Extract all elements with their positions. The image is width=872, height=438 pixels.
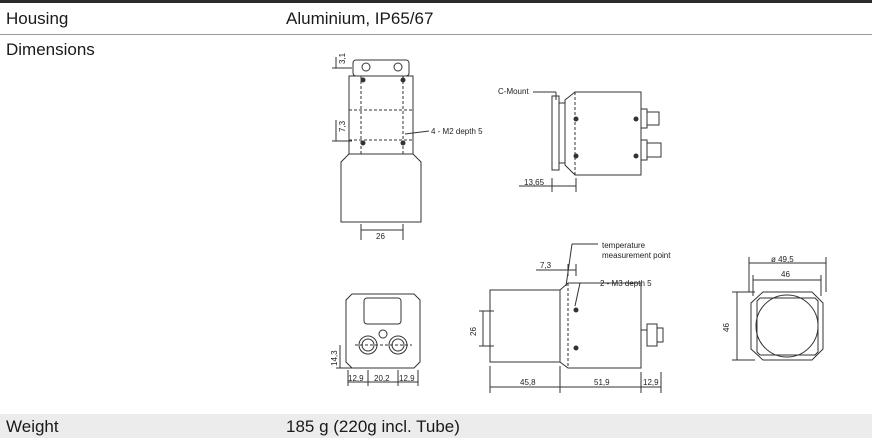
dim-top-3-1: 3,1 — [338, 52, 347, 64]
drawing-back-view — [336, 293, 421, 386]
callout-temp-point-line2: measurement point — [602, 251, 671, 260]
dim-back-12-9-left: 12,9 — [348, 374, 364, 383]
spec-row-dimensions: Dimensions — [0, 36, 872, 408]
drawing-cmount-side-view — [519, 91, 662, 192]
callout-m3-holes: 2 - M3 depth 5 — [600, 279, 652, 288]
dim-round-diameter: ø 49,5 — [771, 255, 794, 264]
dim-c-mount-13-65: 13,65 — [524, 178, 545, 187]
dim-side-45-8: 45,8 — [520, 378, 536, 387]
dim-back-20-2: 20,2 — [374, 374, 390, 383]
dim-front-width-26: 26 — [376, 232, 385, 241]
drawing-round-front-view — [732, 257, 827, 361]
dim-side-height-26: 26 — [469, 327, 478, 336]
spec-row-housing: Housing Aluminium, IP65/67 — [0, 4, 872, 35]
dim-back-12-9-right: 12,9 — [399, 374, 415, 383]
dim-round-height-46: 46 — [722, 323, 731, 332]
drawing-side-view — [479, 243, 664, 393]
callout-temp-point-line1: temperature — [602, 241, 646, 250]
spec-value-housing: Aluminium, IP65/67 — [286, 9, 434, 28]
dim-round-width-46: 46 — [781, 270, 790, 279]
callout-c-mount: C-Mount — [498, 87, 529, 96]
table-top-rule — [0, 0, 872, 3]
spec-label-weight: Weight — [6, 417, 59, 436]
dim-side-7-3: 7,3 — [540, 261, 552, 270]
dim-back-14-3: 14,3 — [330, 350, 339, 366]
callout-m2-holes: 4 - M2 depth 5 — [431, 127, 483, 136]
spec-label-dimensions: Dimensions — [6, 40, 95, 59]
spec-value-weight: 185 g (220g incl. Tube) — [286, 417, 460, 436]
drawing-front-view — [332, 57, 430, 240]
spec-row-weight: Weight 185 g (220g incl. Tube) — [0, 414, 872, 438]
dim-side-51-9: 51,9 — [594, 378, 610, 387]
dim-top-7-3: 7,3 — [338, 120, 347, 132]
spec-label-housing: Housing — [6, 9, 69, 28]
dim-side-12-9: 12,9 — [643, 378, 659, 387]
